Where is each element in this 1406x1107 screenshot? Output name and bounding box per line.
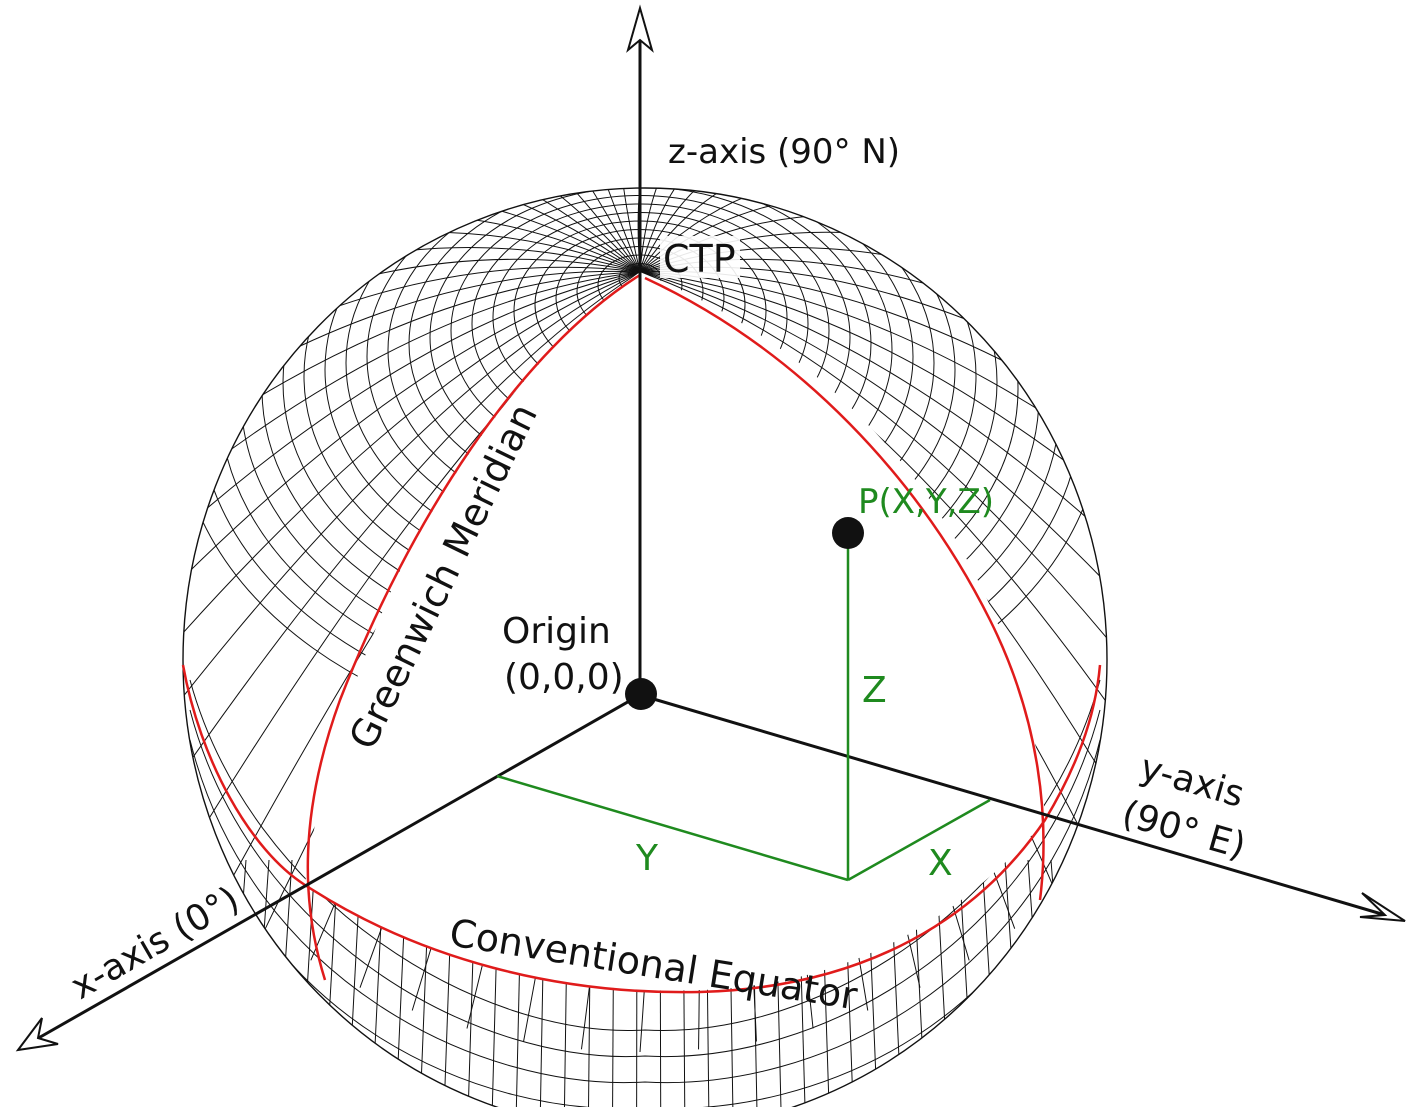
meridian-line: [523, 188, 641, 273]
band-meridian: [249, 859, 270, 1107]
meridian-line: [183, 271, 641, 573]
cutaway-octant: [305, 272, 1045, 991]
band-meridian: [1096, 859, 1107, 1107]
reference-curves: [181, 273, 1102, 994]
meridian-line: [183, 271, 641, 623]
origin-coords-label: (0,0,0): [504, 657, 624, 698]
ctp-label: CTP: [663, 237, 736, 281]
coordinate-lines: [496, 533, 991, 882]
meridian-line: [639, 271, 1107, 623]
band-parallel: [189, 709, 1101, 1058]
meridian-line: [412, 188, 641, 273]
meridian-line: [183, 271, 641, 523]
z-component-label: Z: [862, 670, 887, 711]
meridian-line: [183, 271, 641, 673]
meridian-line: [639, 188, 757, 273]
x-arrowhead: [15, 1017, 59, 1052]
z-arrowhead: [626, 4, 654, 53]
z-axis-label: z-axis (90° N): [668, 132, 900, 172]
prime-meridian-90e-curve: [644, 276, 1045, 901]
meridian-line: [639, 188, 868, 273]
ctp-label-bg: [660, 236, 740, 278]
y-component-line: [496, 774, 849, 882]
meridian-line: [639, 188, 814, 273]
meridian-line: [359, 188, 641, 273]
origin-point: [625, 678, 657, 710]
meridian-line: [580, 188, 641, 273]
meridian-line: [639, 271, 1107, 721]
meridian-line: [183, 271, 641, 768]
meridian-line: [637, 188, 699, 273]
point-p-label: P(X,Y,Z): [858, 482, 994, 522]
meridian-line: [639, 271, 1107, 523]
x-component-label: X: [928, 843, 953, 884]
y-axis-line: [639, 693, 1386, 917]
meridian-line: [466, 188, 641, 273]
meridian-line: [183, 271, 641, 721]
band-meridian: [1050, 859, 1072, 1107]
x-axis-label: x-axis (0°): [64, 879, 246, 1008]
meridian-line: [310, 188, 641, 273]
meridian-line: [183, 271, 641, 813]
conventional-equator-curve: [181, 664, 1102, 994]
band-meridian: [981, 859, 1000, 1107]
axes: [34, 40, 1386, 1042]
meridian-line: [186, 231, 641, 291]
x-component-line: [847, 798, 991, 882]
origin-label: Origin: [502, 611, 611, 652]
point-p: [832, 517, 864, 549]
meridian-line: [183, 270, 641, 473]
x-axis-line: [34, 693, 641, 1042]
band-parallel: [189, 739, 1101, 1084]
meridian-line: [619, 188, 641, 273]
y-component-label: Y: [635, 838, 659, 879]
meridian-line: [183, 247, 641, 333]
band-meridian: [298, 859, 316, 1107]
meridian-line: [639, 271, 1107, 573]
meridian-line: [639, 271, 1107, 673]
band-meridian: [1073, 859, 1096, 1107]
sphere-outline: [182, 187, 1108, 1107]
axis-arrowheads: [15, 4, 1406, 1052]
y-arrowhead: [1359, 892, 1406, 922]
band-meridian: [1004, 859, 1024, 1107]
